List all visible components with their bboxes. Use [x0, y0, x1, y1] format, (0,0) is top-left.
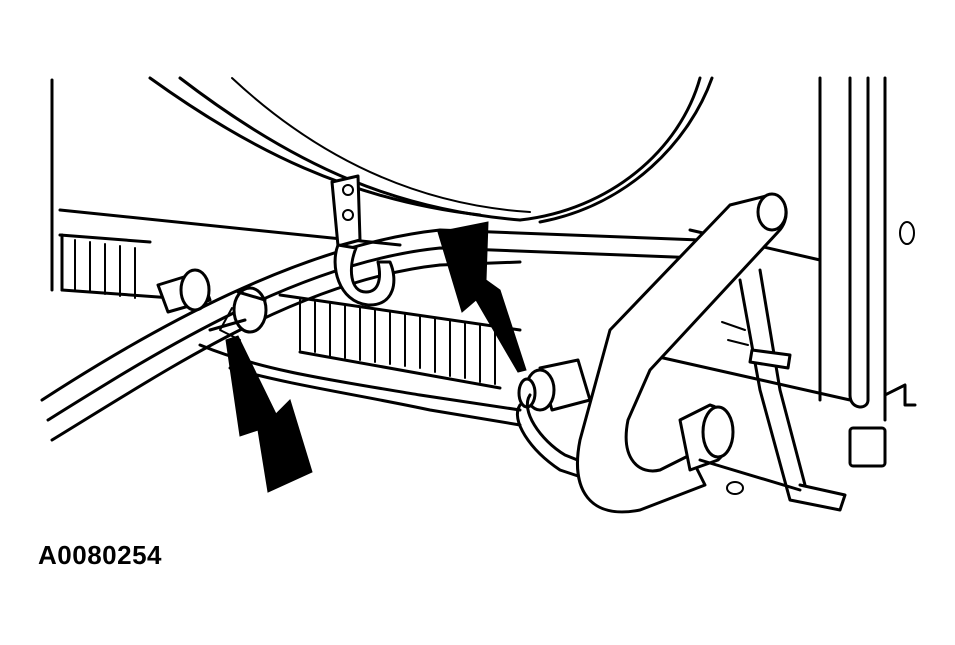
- left-line-fitting: [156, 268, 268, 341]
- radiator-hose: [576, 192, 788, 514]
- fan-shroud: [50, 76, 714, 292]
- side-tube: [698, 268, 847, 512]
- radiator-core: [60, 233, 522, 427]
- callout-arrows: [225, 221, 527, 493]
- radiator-side-tank: [648, 76, 917, 468]
- arrow-up-left: [225, 335, 313, 493]
- line-clip-bracket: [330, 174, 396, 307]
- figure-id-label: A0080254: [38, 540, 162, 570]
- arrow-down-right: [437, 221, 527, 373]
